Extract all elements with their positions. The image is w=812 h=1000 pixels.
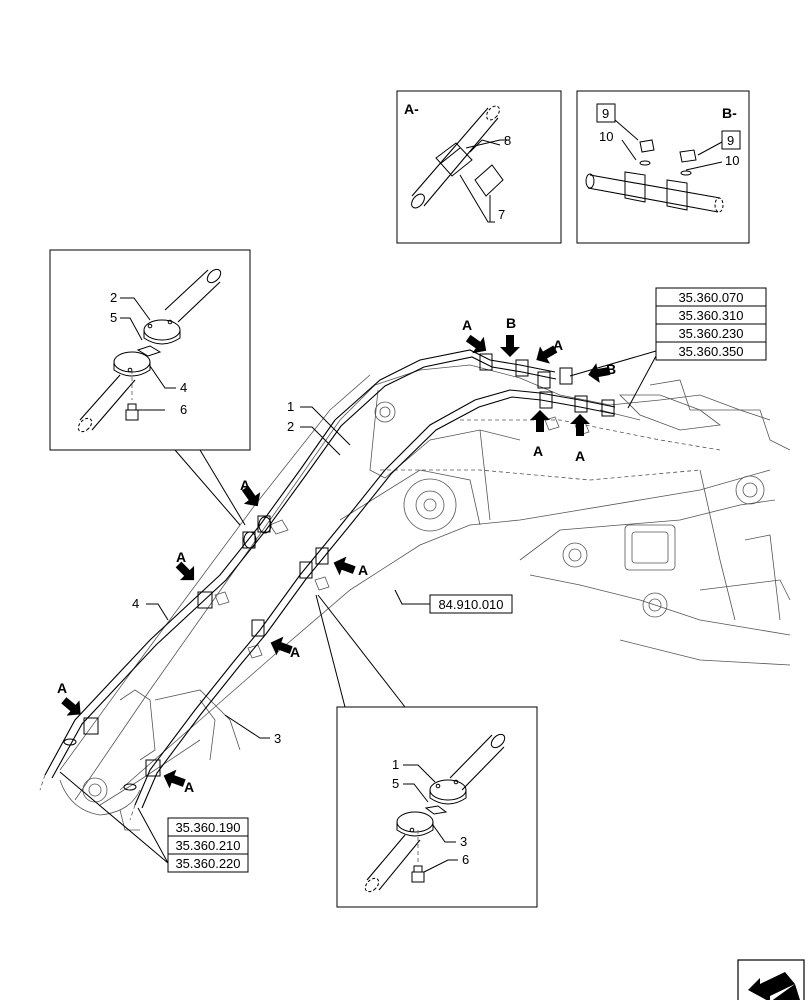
arrow-label: A <box>553 337 563 353</box>
ref-84-910-010[interactable]: 84.910.010 <box>438 597 503 612</box>
detail-left-box: 2 5 4 6 <box>49 249 251 451</box>
callout-5: 5 <box>110 310 117 325</box>
callout-3: 3 <box>274 731 281 746</box>
arrow-label: B <box>606 361 616 377</box>
clamp-icon <box>539 391 553 409</box>
detail-a-title: A- <box>404 101 419 117</box>
callout-9-left: 9 <box>602 106 609 121</box>
callout-7: 7 <box>498 207 505 222</box>
ref-bottom-left: 35.360.190 35.360.210 35.360.220 <box>59 771 249 873</box>
callout-9-right: 9 <box>727 133 734 148</box>
clamp-icon <box>479 353 493 371</box>
section-arrows <box>61 334 611 789</box>
arrow-label: A <box>290 644 300 660</box>
clamp-icon <box>515 359 529 377</box>
detail-b-title: B- <box>722 105 737 121</box>
clamp-icon <box>197 591 213 609</box>
clamp-icon <box>299 561 313 579</box>
arrow-label: A <box>575 448 585 464</box>
boom-structure <box>59 364 791 831</box>
arrow-label: A <box>533 443 543 459</box>
ref-top-right: 35.360.070 35.360.310 35.360.230 35.360.… <box>569 287 767 409</box>
callout-1: 1 <box>287 399 294 414</box>
callout-4: 4 <box>180 380 187 395</box>
arrow-label: A <box>358 562 368 578</box>
clamp-icon <box>574 395 588 413</box>
arrow-label: A <box>176 549 186 565</box>
clamp-icon <box>315 547 329 565</box>
clamp-icon <box>145 759 161 777</box>
arrow-label: B <box>506 315 516 331</box>
callout-6: 6 <box>180 402 187 417</box>
callout-5: 5 <box>392 776 399 791</box>
ref-35-360-310[interactable]: 35.360.310 <box>678 308 743 323</box>
ref-35-360-350[interactable]: 35.360.350 <box>678 344 743 359</box>
arrow-label: A <box>462 317 472 333</box>
detail-b-box: B- 9 10 9 10 <box>576 90 750 244</box>
clamp-icon <box>537 371 551 389</box>
arrow-label: A <box>240 477 250 493</box>
arrow-label: A <box>184 779 194 795</box>
clamp-icon <box>242 531 257 549</box>
arrow-label: A <box>57 680 67 696</box>
ref-35-360-220[interactable]: 35.360.220 <box>175 856 240 871</box>
ref-35-360-230[interactable]: 35.360.230 <box>678 326 743 341</box>
detail-a-box: A- 8 7 <box>396 90 562 244</box>
arrow-navigation-icon[interactable] <box>737 959 805 1000</box>
callout-8: 8 <box>504 133 511 148</box>
callout-10-right: 10 <box>725 153 739 168</box>
clamp-icon <box>251 619 265 637</box>
clamp-icon <box>601 399 615 417</box>
main-callouts: 1 2 4 3 <box>132 399 351 746</box>
ref-35-360-070[interactable]: 35.360.070 <box>678 290 743 305</box>
callout-2: 2 <box>287 419 294 434</box>
callout-6: 6 <box>462 852 469 867</box>
clamp-icon <box>83 717 99 735</box>
arrow-labels: A B A B A A A A A A A A <box>57 315 616 795</box>
clamp-icon <box>257 515 272 534</box>
callout-2: 2 <box>110 290 117 305</box>
callout-4: 4 <box>132 596 139 611</box>
callout-10-left: 10 <box>599 129 613 144</box>
pipe-clamps <box>63 353 615 791</box>
ref-35-360-190[interactable]: 35.360.190 <box>175 820 240 835</box>
detail-bottom-box: 1 5 3 6 <box>336 706 538 908</box>
clamp-icon <box>559 367 573 385</box>
callout-3: 3 <box>460 834 467 849</box>
callout-1: 1 <box>392 757 399 772</box>
ref-middle: 84.910.010 <box>394 589 513 614</box>
ref-35-360-210[interactable]: 35.360.210 <box>175 838 240 853</box>
